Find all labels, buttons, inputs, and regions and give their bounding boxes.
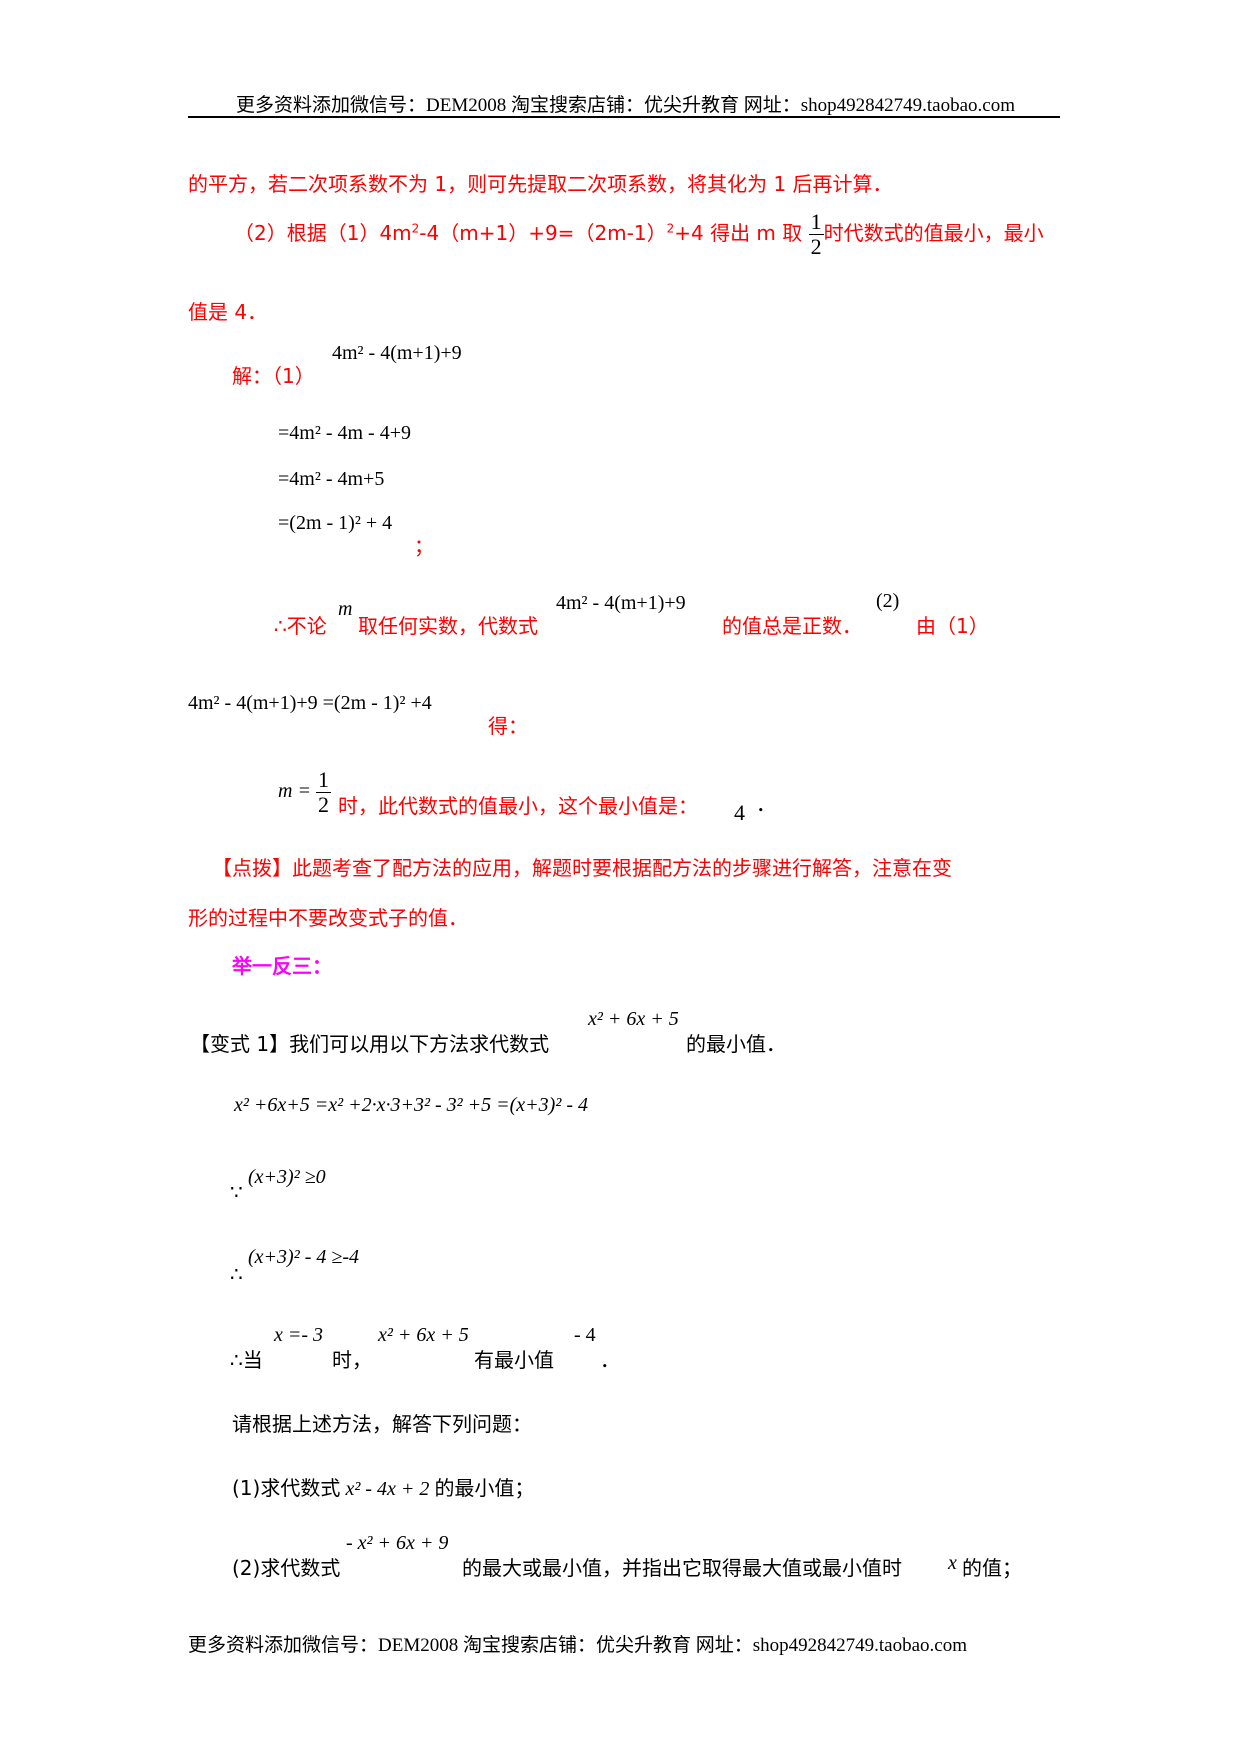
math-expression: x =- 3 [274, 1324, 324, 1346]
part-2-label: (2) [876, 590, 900, 612]
instruction-text: 请根据上述方法，解答下列问题： [232, 1412, 532, 1436]
math-expression: x² - 4x + 2 [345, 1478, 430, 1500]
denominator: 2 [810, 234, 822, 259]
when-text-c: 有最小值 [474, 1348, 554, 1372]
analysis-text: 时代数式的值最小，最小 [823, 221, 1044, 245]
conclusion-text-b: 取任何实数，代数式 [358, 614, 538, 638]
period: ． [600, 1348, 620, 1372]
tip-line-1: 【点拨】此题考查了配方法的应用，解题时要根据配方法的步骤进行解答，注意在变 [212, 856, 952, 880]
conclusion-text-a: ∴不论 [274, 614, 327, 638]
question-2-text-b: 的最大或最小值，并指出它取得最大值或最小值时 [462, 1556, 902, 1580]
analysis-text: +4 得出 m 取 [674, 221, 803, 245]
math-expression: x² + 6x + 5 [378, 1324, 469, 1346]
math-variable-x: x [948, 1552, 957, 1574]
page-footer: 更多资料添加微信号：DEM2008 淘宝搜索店铺：优尖升教育 网址：shop49… [188, 1635, 967, 1656]
denominator: 2 [318, 792, 330, 817]
derivation-expression: x² +6x+5 =x² +2·x·3+3² - 3² +5 =(x+3)² -… [234, 1094, 588, 1116]
variant-text-a: 【变式 1】我们可以用以下方法求代数式 [190, 1032, 550, 1056]
solution-step-2: =4m² - 4m+5 [278, 468, 385, 490]
part-2-text: 由（1） [916, 614, 989, 638]
solution-step-1: =4m² - 4m - 4+9 [278, 422, 411, 444]
analysis-text: （2）根据（1）4m [234, 221, 412, 245]
numerator: 1 [808, 209, 824, 235]
question-2-text-c: 的值； [962, 1556, 1022, 1580]
solution-step-3: =(2m - 1)² + 4 [278, 512, 393, 534]
page-header: 更多资料添加微信号：DEM2008 淘宝搜索店铺：优尖升教育 网址：shop49… [236, 95, 1015, 116]
analysis-text: -4（m+1）+9=（2m-1） [419, 221, 667, 245]
math-expression: (x+3)² ≥0 [248, 1166, 326, 1188]
variant-text-b: 的最小值． [686, 1032, 786, 1056]
analysis-line-3: 值是 4． [188, 300, 268, 324]
therefore-symbol: ∴ [230, 1264, 243, 1286]
math-expression: 4m² - 4(m+1)+9 =(2m - 1)² +4 [188, 692, 432, 714]
semicolon: ； [414, 534, 434, 558]
math-expression: - 4 [574, 1324, 596, 1346]
superscript: 2 [666, 221, 675, 236]
question-text: (1)求代数式 [232, 1476, 341, 1500]
math-variable-m: m = [278, 780, 311, 802]
when-text-b: 时， [332, 1348, 372, 1372]
question-1: (1)求代数式 x² - 4x + 2 的最小值； [232, 1472, 534, 1501]
period: ． [756, 792, 776, 816]
header-divider [188, 116, 1060, 118]
math-expression: (x+3)² - 4 ≥-4 [248, 1246, 359, 1268]
tip-line-2: 形的过程中不要改变式子的值． [188, 906, 468, 930]
part-2-text: 得： [488, 714, 528, 738]
solution-label: 解：（1） [232, 364, 315, 388]
minimum-text: 时，此代数式的值最小，这个最小值是： [338, 794, 698, 818]
superscript: 2 [411, 221, 420, 236]
question-2-text-a: (2)求代数式 [232, 1556, 341, 1580]
math-expression: x² + 6x + 5 [588, 1008, 679, 1030]
math-expression: - x² + 6x + 9 [346, 1532, 449, 1554]
question-text: 的最小值； [434, 1476, 535, 1500]
minimum-value: 4 [734, 800, 745, 825]
because-symbol: ∵ [230, 1182, 243, 1204]
math-variable-m: m [338, 598, 353, 620]
math-expression: 4m² - 4(m+1)+9 [556, 592, 686, 614]
numerator: 1 [316, 767, 332, 793]
conclusion-text-c: 的值总是正数． [722, 614, 862, 638]
math-expression: 4m² - 4(m+1)+9 [332, 342, 462, 364]
when-text-a: ∴当 [230, 1348, 263, 1372]
analysis-line-1: 的平方，若二次项系数不为 1，则可先提取二次项系数，将其化为 1 后再计算． [188, 172, 893, 196]
practice-heading: 举一反三： [232, 954, 332, 978]
